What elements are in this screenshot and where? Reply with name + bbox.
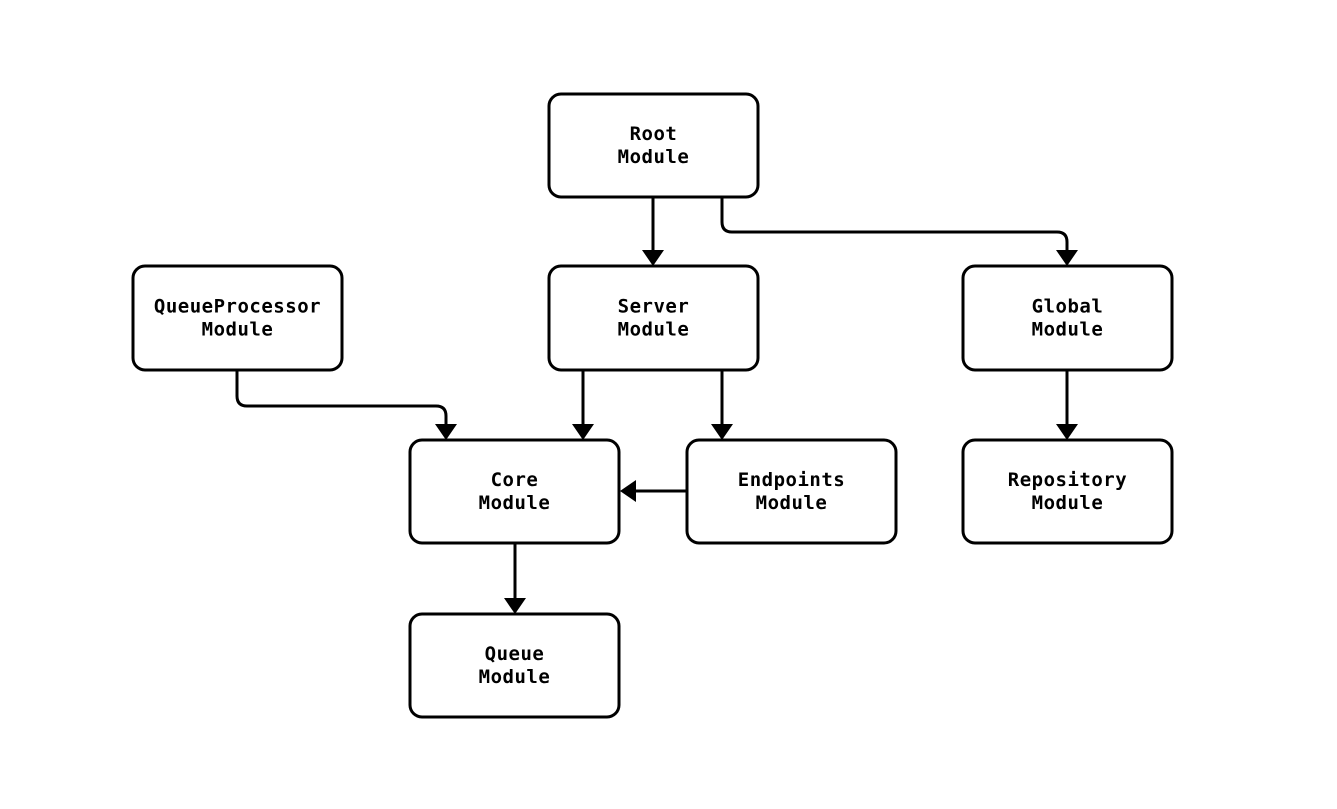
endpoints-module-node-shape[interactable] xyxy=(685,438,898,545)
repository-module-node-label-line1: Repository xyxy=(1008,469,1127,491)
repository-module-node-label-line2: Module xyxy=(1032,492,1104,514)
global-module-node-shape[interactable] xyxy=(961,264,1174,372)
edge-server-to-endpoints xyxy=(711,370,733,440)
core-module-node-label-line1: Core xyxy=(491,469,539,491)
core-module-node-shape[interactable] xyxy=(408,438,621,545)
edge-root-to-global-arrowhead xyxy=(1056,250,1078,266)
edge-endpoints-to-core xyxy=(620,480,687,502)
root-module-node-label-line1: Root xyxy=(630,123,678,145)
core-module-node-label-line2: Module xyxy=(479,492,551,514)
global-module-node-label-line1: Global xyxy=(1032,296,1104,318)
edge-server-to-core xyxy=(572,370,594,440)
edge-queueprocessor-to-core xyxy=(235,370,457,440)
edge-root-to-global xyxy=(720,197,1078,266)
queueprocessor-module-node-shape[interactable] xyxy=(131,264,344,372)
queue-module-node-label-line2: Module xyxy=(479,666,551,688)
repository-module-node-shape[interactable] xyxy=(961,438,1174,545)
queueprocessor-module-node-label-line2: Module xyxy=(202,319,274,341)
edge-server-to-core-arrowhead xyxy=(572,424,594,440)
edges-layer xyxy=(235,197,1078,614)
queueprocessor-module-node-label-line1: QueueProcessor xyxy=(154,296,321,318)
server-module-node-label-line2: Module xyxy=(618,319,690,341)
edge-root-to-server xyxy=(642,197,664,266)
edge-queueprocessor-to-core-arrowhead xyxy=(435,424,457,440)
global-module-node-label-line2: Module xyxy=(1032,319,1104,341)
endpoints-module-node-label-line1: Endpoints xyxy=(738,469,845,491)
edge-server-to-endpoints-arrowhead xyxy=(711,424,733,440)
root-module-node-label-line2: Module xyxy=(618,146,690,168)
endpoints-module-node-label-line2: Module xyxy=(756,492,828,514)
edge-root-to-server-arrowhead xyxy=(642,250,664,266)
edge-global-to-repository xyxy=(1056,370,1078,440)
edge-root-to-global-line xyxy=(720,197,1069,250)
root-module-node-shape[interactable] xyxy=(547,92,760,199)
edge-global-to-repository-arrowhead xyxy=(1056,424,1078,440)
edge-queueprocessor-to-core-line xyxy=(235,370,448,424)
queue-module-node-shape[interactable] xyxy=(408,612,621,719)
queue-module-node-label-line1: Queue xyxy=(485,643,545,665)
nodes-layer: RootModuleQueueProcessorModuleServerModu… xyxy=(131,92,1174,719)
edge-endpoints-to-core-arrowhead xyxy=(620,480,636,502)
server-module-node-label-line1: Server xyxy=(618,296,690,318)
edge-core-to-queue-arrowhead xyxy=(504,598,526,614)
edge-core-to-queue xyxy=(504,543,526,614)
server-module-node-shape[interactable] xyxy=(547,264,760,372)
